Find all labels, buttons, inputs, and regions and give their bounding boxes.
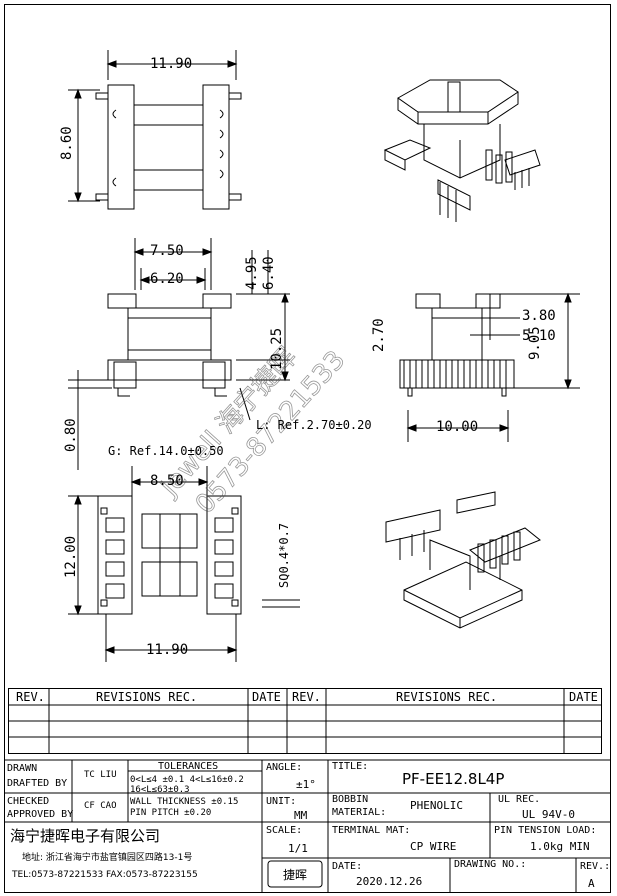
drafted-label: DRAFTED BY [7, 778, 68, 789]
front-view [68, 238, 290, 470]
dim-g-ref: G: Ref.14.0±0.50 [108, 444, 224, 458]
date-label: DATE: [332, 861, 363, 872]
dim-top-width: 11.90 [150, 56, 193, 72]
company-name: 海宁捷晖电子有限公司 [10, 827, 161, 845]
dim-front-h2: 6.40 [261, 256, 277, 290]
dim-side-total: 9.05 [527, 326, 543, 360]
dim-front-width-inner: 6.20 [150, 271, 184, 287]
title-value: PF-EE12.8L4P [402, 770, 505, 788]
rev-label: REV.: [580, 861, 611, 872]
dim-front-total: 10.25 [269, 327, 285, 370]
drawn-label: DRAWN [7, 763, 38, 774]
svg-text:捷晖: 捷晖 [283, 868, 307, 882]
company-address: 地址: 浙江省海宁市盐官镇园区四路13-1号 [22, 853, 193, 863]
sheet-border [4, 4, 611, 893]
drafted-value: TC LIU [84, 770, 117, 780]
tol-line4: PIN PITCH ±0.20 [130, 808, 212, 818]
dim-side-width: 10.00 [436, 419, 479, 435]
iso-view-top [383, 79, 541, 222]
approved-label: APPROVED BY [7, 809, 74, 820]
dim-l-ref: L: Ref.2.70±0.20 [256, 418, 372, 432]
material-value: PHENOLIC [410, 799, 463, 812]
pin-tension-value: 1.0kg MIN [530, 840, 590, 853]
title-label: TITLE: [332, 761, 369, 772]
unit-label: UNIT: [266, 796, 297, 807]
ul-value: UL 94V-0 [522, 808, 575, 821]
ul-label: UL REC. [498, 794, 541, 805]
approved-value: CF CAO [84, 801, 117, 811]
tol-line3: WALL THICKNESS ±0.15 [130, 797, 239, 807]
angle-value: ±1° [296, 778, 316, 791]
revisions-table [8, 688, 602, 754]
dim-pin-offset: 0.80 [63, 418, 79, 452]
tol-line1: 0<L≤4 ±0.1 4<L≤16±0.2 [130, 775, 244, 785]
iso-view-bottom [385, 491, 541, 629]
top-view [68, 50, 242, 210]
dim-side-b: 5.10 [522, 328, 556, 344]
side-view [399, 292, 580, 442]
title-block [4, 759, 611, 892]
drawing-label: DRAWING NO.: [454, 859, 527, 870]
dim-top-height: 8.60 [59, 126, 75, 160]
tolerances-label: TOLERANCES [158, 761, 219, 772]
dim-bottom-height: 12.00 [63, 535, 79, 578]
dim-bottom-width: 11.90 [146, 642, 189, 658]
revisions-header-right: REVISIONS REC. [396, 690, 498, 704]
rev-header-right: REV. [292, 690, 321, 704]
dim-front-mid: 2.70 [371, 318, 387, 352]
revisions-header-left: REVISIONS REC. [96, 690, 198, 704]
company-logo: 捷晖 [267, 860, 323, 888]
pin-tension-label: PIN TENSION LOAD: [494, 825, 597, 836]
scale-label: SCALE: [266, 825, 303, 836]
date-header-left: DATE [252, 690, 281, 704]
material-label: MATERIAL: [332, 807, 387, 818]
unit-value: MM [294, 809, 308, 822]
dim-bottom-inner: 8.50 [150, 473, 184, 489]
rev-header-left: REV. [16, 690, 45, 704]
bobbin-label: BOBBIN [332, 794, 369, 805]
terminal-label: TERMINAL MAT: [332, 825, 411, 836]
bottom-view [68, 466, 300, 662]
tol-line2: 16<L≤63±0.3 [130, 785, 190, 795]
terminal-value: CP WIRE [410, 840, 457, 853]
date-header-right: DATE [569, 690, 598, 704]
dim-front-h1: 4.95 [244, 256, 260, 290]
rev-value: A [588, 877, 595, 890]
dim-front-width-outer: 7.50 [150, 243, 184, 259]
company-contact: TEL:0573-87221533 FAX:0573-87223155 [12, 870, 198, 880]
checked-label: CHECKED [7, 796, 50, 807]
angle-label: ANGLE: [266, 762, 303, 773]
dim-side-a: 3.80 [522, 308, 556, 324]
dim-pin-sq: SQ0.4*0.7 [277, 522, 291, 588]
date-value: 2020.12.26 [356, 875, 423, 888]
scale-value: 1/1 [288, 842, 308, 855]
